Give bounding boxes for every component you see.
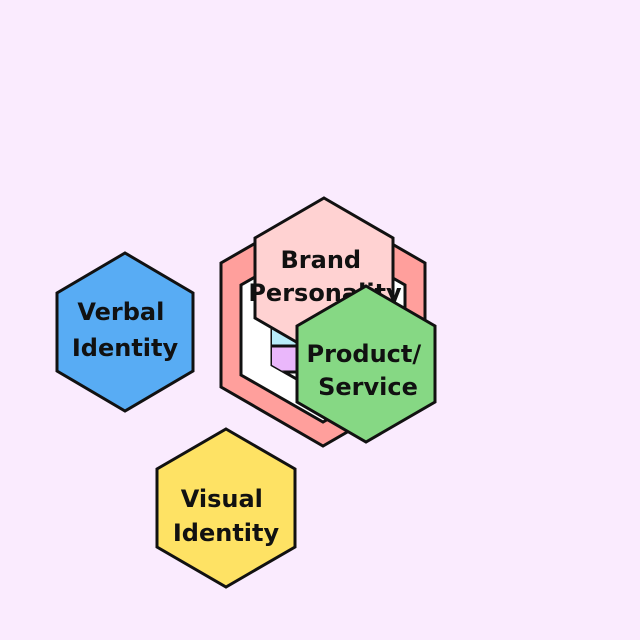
visual-identity-hex <box>155 427 297 589</box>
node-product-service: Product/ Service <box>295 284 437 444</box>
node-visual-identity: Visual Identity <box>155 427 297 589</box>
product-service-label: Product/ Service <box>306 340 429 401</box>
verbal-identity-hex <box>55 251 195 413</box>
node-verbal-identity: Verbal Identity <box>55 251 195 413</box>
brand-personality-line-1: Brand <box>281 246 362 274</box>
visual-identity-line-2: Identity <box>173 519 280 547</box>
product-service-hex <box>295 284 437 444</box>
verbal-identity-label: Verbal Identity <box>72 298 179 362</box>
verbal-identity-line-1: Verbal <box>77 298 164 326</box>
visual-identity-label: Visual Identity <box>173 485 280 547</box>
product-service-line-2: Service <box>318 373 418 401</box>
visual-identity-line-1: Visual <box>181 485 263 513</box>
verbal-identity-line-2: Identity <box>72 334 179 362</box>
product-service-line-1: Product/ <box>306 340 421 368</box>
